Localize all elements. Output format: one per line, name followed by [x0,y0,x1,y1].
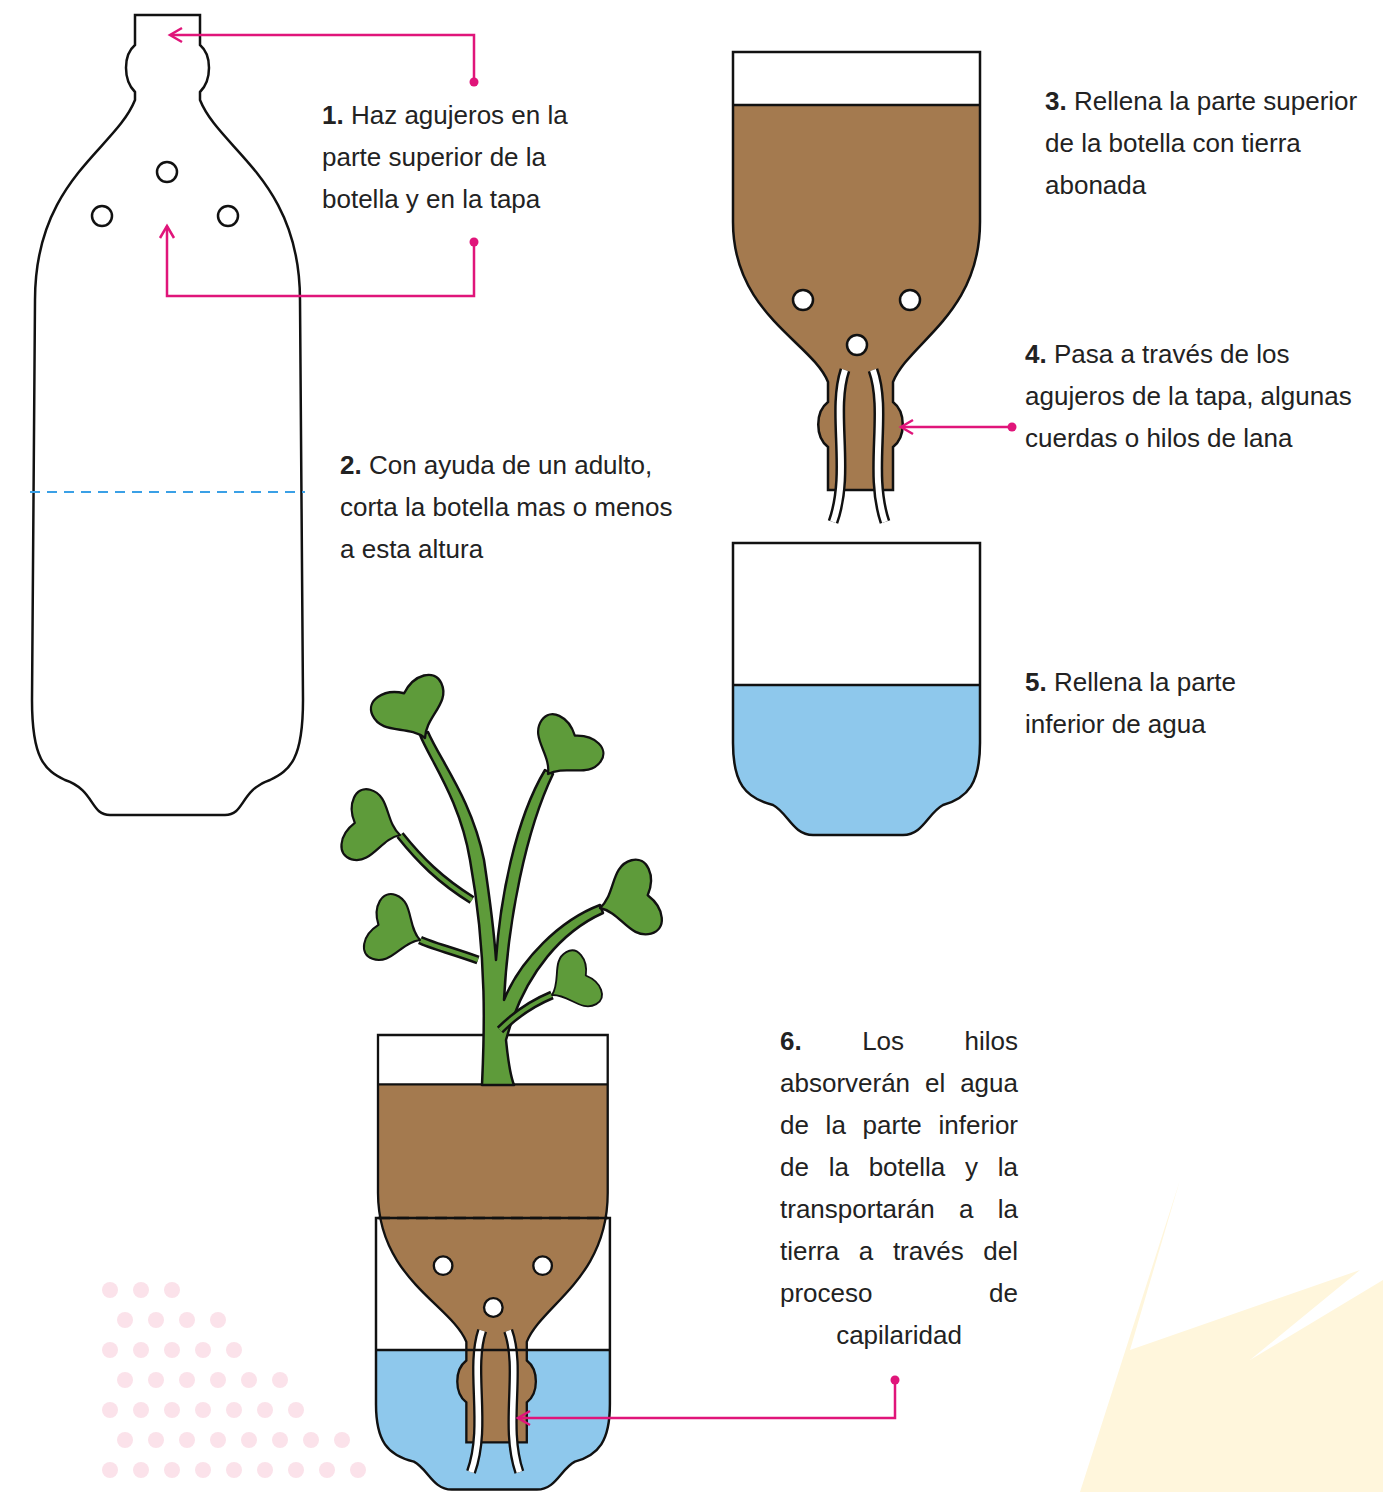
callout-number: 1. [322,100,344,130]
step-text: 6. Los hilos absorverán el agua de la pa… [780,1020,1018,1356]
step-description: Los hilos absorverán el agua de la parte… [780,1026,1018,1350]
callout-number: 2. [340,450,362,480]
step-description: Con ayuda de un adulto, corta la botella… [340,450,672,564]
step-text: 4. Pasa a través de los agujeros de la t… [1025,333,1355,459]
callout-number: 4. [1025,339,1047,369]
step-text: 3. Rellena la parte superior de la botel… [1045,80,1363,206]
callout-number: 3. [1045,86,1067,116]
step-text: 1. Haz agujeros en la parte superior de … [322,94,622,220]
callout-number: 5. [1025,667,1047,697]
step-description: Rellena la parte inferior de agua [1025,667,1236,739]
step-text: 2. Con ayuda de un adulto, corta la bote… [340,444,685,570]
step-text: 5. Rellena la parte inferior de agua [1025,661,1295,745]
step-description: Haz agujeros en la parte superior de la … [322,100,568,214]
step-description: Rellena la parte superior de la botella … [1045,86,1357,200]
step-description: Pasa a través de los agujeros de la tapa… [1025,339,1352,453]
callout-number: 6. [780,1026,802,1056]
